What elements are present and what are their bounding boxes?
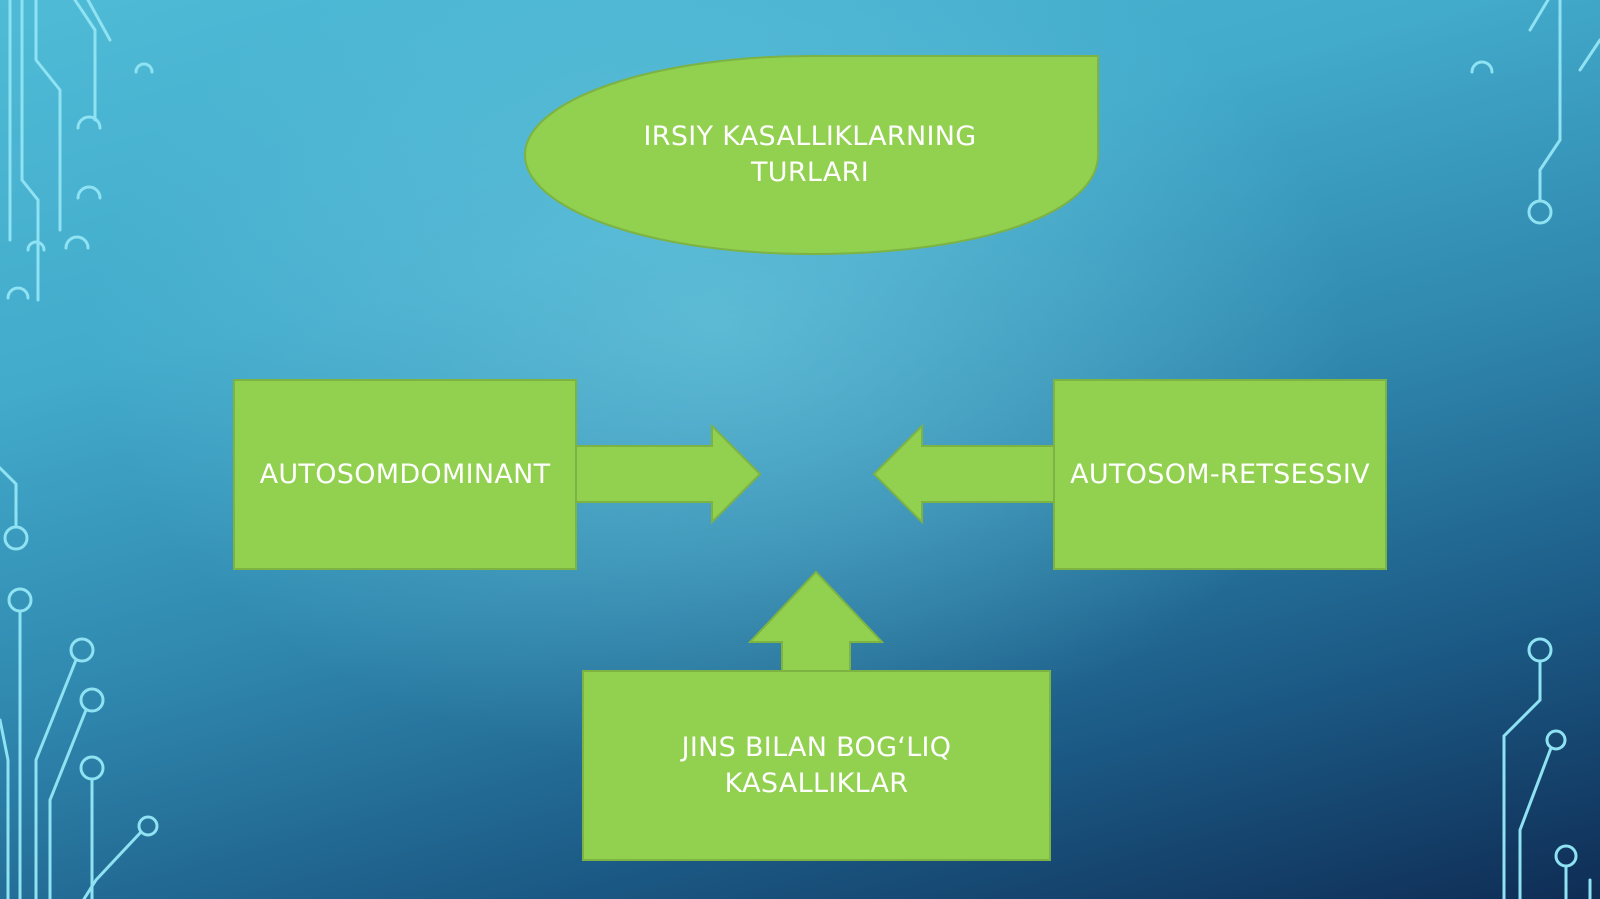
left-box (233, 379, 577, 570)
title-shape (524, 55, 1099, 256)
title-shape-label: IRSIY KASALLIKLARNING TURLARI (560, 110, 1060, 200)
right-box-label: AUTOSOM-RETSESSIV (1054, 380, 1386, 569)
title-line-1: IRSIY KASALLIKLARNING (643, 121, 977, 152)
circuit-top-right (1470, 0, 1600, 225)
circuit-left-middle (0, 466, 29, 551)
circuit-top-left (6, 0, 154, 302)
left-arrow (872, 423, 1055, 525)
bottom-line-1: JINS BILAN BOG‘LIQ (681, 731, 952, 763)
title-line-2: TURLARI (751, 157, 869, 188)
up-arrow (747, 570, 885, 672)
bottom-box (582, 670, 1051, 861)
right-box (1053, 379, 1387, 570)
right-box-text: AUTOSOM-RETSESSIV (1070, 458, 1370, 490)
circuit-bottom-left (0, 587, 159, 899)
right-arrow (575, 423, 762, 525)
left-box-label: AUTOSOMDOMINANT (234, 380, 576, 569)
left-box-text: AUTOSOMDOMINANT (259, 458, 551, 490)
circuit-bottom-right (1502, 637, 1592, 899)
bottom-box-label: JINS BILAN BOG‘LIQ KASALLIKLAR (583, 671, 1050, 860)
bottom-line-2: KASALLIKLAR (724, 767, 909, 799)
